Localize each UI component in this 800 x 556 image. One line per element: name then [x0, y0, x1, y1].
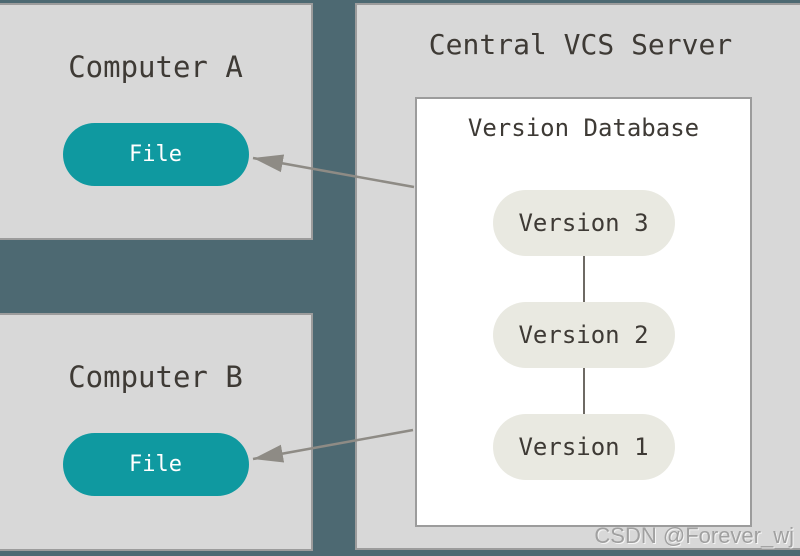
- central-vcs-server-title: Central VCS Server: [428, 28, 733, 61]
- computer-b-box: Computer B File: [0, 313, 313, 551]
- computer-a-title: Computer A: [68, 50, 243, 84]
- computer-b-title: Computer B: [68, 360, 243, 394]
- computer-b-file-pill: File: [62, 433, 249, 496]
- computer-a-file-label: File: [129, 142, 182, 167]
- version-database-title: Version Database: [467, 114, 700, 142]
- computer-a-box: Computer A File: [0, 3, 313, 240]
- version-3-pill: Version 3: [492, 190, 675, 256]
- version-connector-line: [582, 256, 585, 302]
- computer-b-file-label: File: [129, 452, 182, 477]
- version-connector-line: [582, 368, 585, 414]
- version-database-box: Version Database Version 3 Version 2 Ver…: [415, 97, 752, 527]
- version-list: Version 3 Version 2 Version 1: [492, 190, 675, 480]
- watermark: CSDN @Forever_wj: [594, 523, 794, 548]
- central-vcs-server-box: Central VCS Server Version Database Vers…: [355, 3, 800, 550]
- version-1-pill: Version 1: [492, 414, 675, 480]
- computer-a-file-pill: File: [62, 123, 249, 186]
- version-2-pill: Version 2: [492, 302, 675, 368]
